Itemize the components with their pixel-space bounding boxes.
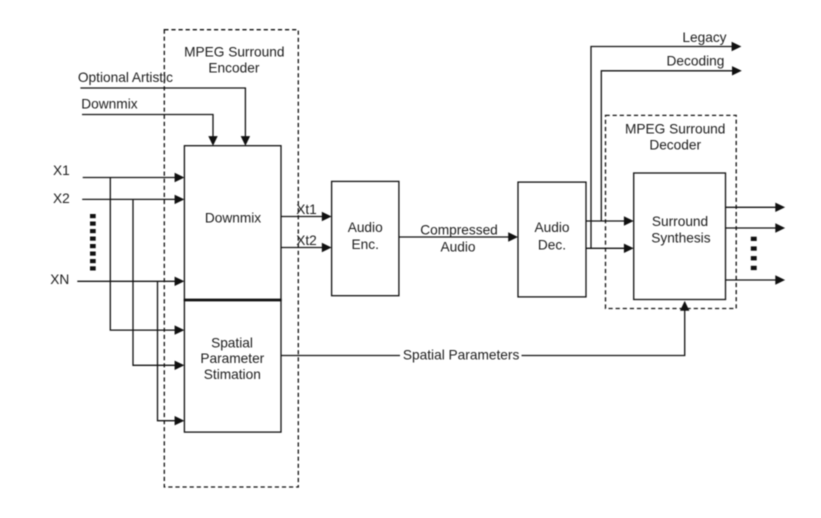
svg-text:Spatial: Spatial — [211, 336, 253, 351]
svg-text:Audio: Audio — [348, 220, 383, 235]
svg-text:Audio: Audio — [534, 220, 569, 235]
svg-text:Parameter: Parameter — [200, 351, 264, 366]
svg-text:Decoder: Decoder — [649, 137, 701, 152]
svg-text:X2: X2 — [53, 191, 70, 206]
svg-text:Compressed: Compressed — [420, 223, 498, 238]
svg-text:Audio: Audio — [440, 240, 475, 255]
svg-text:Surround: Surround — [652, 214, 708, 229]
svg-text:Spatial Parameters: Spatial Parameters — [403, 348, 520, 363]
svg-text:Xt2: Xt2 — [296, 233, 317, 248]
svg-text:MPEG Surround: MPEG Surround — [184, 45, 284, 60]
svg-text:Xt1: Xt1 — [296, 202, 317, 217]
svg-text:Synthesis: Synthesis — [651, 230, 710, 245]
svg-text:Decoding: Decoding — [667, 54, 725, 69]
svg-text:Dec.: Dec. — [538, 238, 566, 253]
svg-text:X1: X1 — [53, 163, 70, 178]
svg-text:Stimation: Stimation — [204, 367, 261, 382]
svg-text:Downmix: Downmix — [81, 97, 137, 112]
svg-text:Enc.: Enc. — [352, 237, 379, 252]
svg-text:Legacy: Legacy — [682, 30, 726, 45]
svg-text:Optional Artistic: Optional Artistic — [78, 70, 173, 85]
svg-text:XN: XN — [50, 272, 69, 287]
svg-text:Downmix: Downmix — [205, 210, 261, 225]
svg-text:MPEG Surround: MPEG Surround — [625, 121, 725, 136]
svg-text:Encoder: Encoder — [208, 61, 259, 76]
